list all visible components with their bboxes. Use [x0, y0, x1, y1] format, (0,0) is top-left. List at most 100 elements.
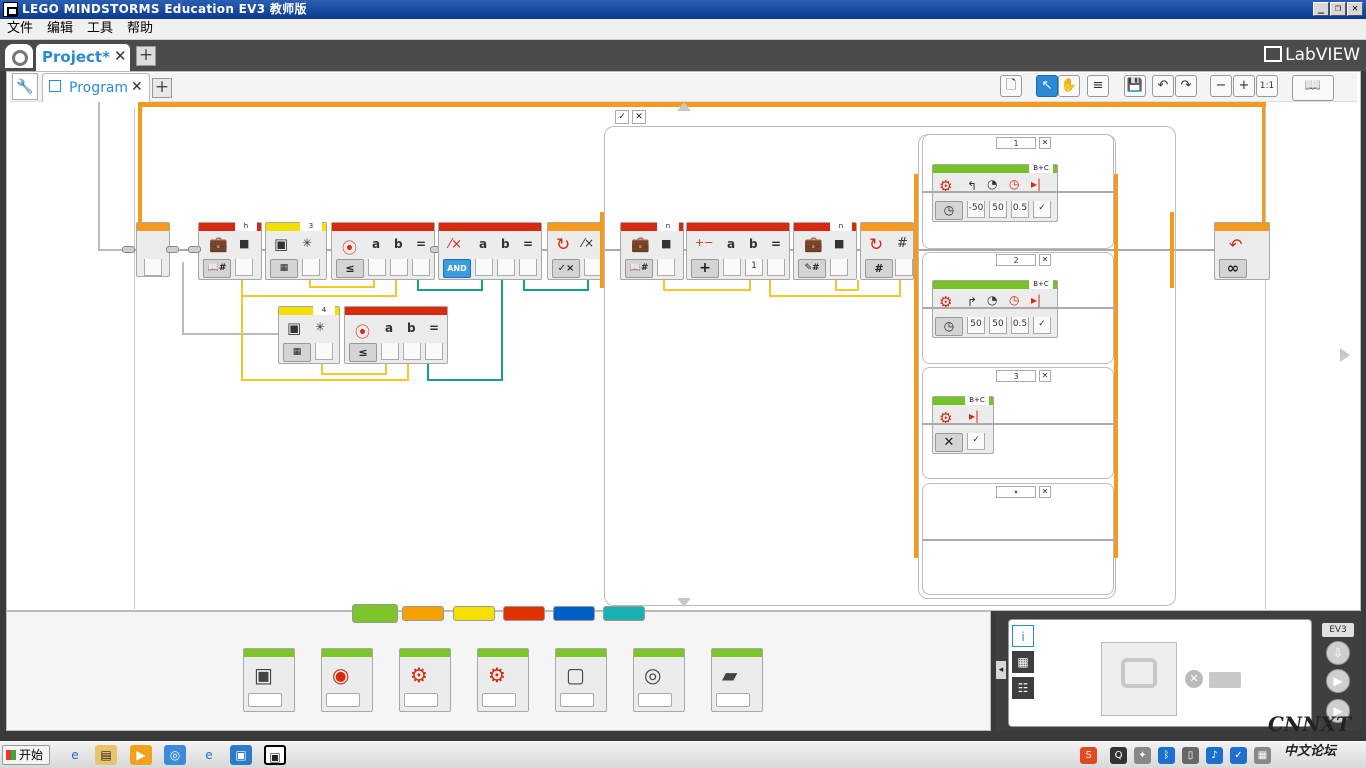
scroll-up-icon[interactable] [677, 102, 691, 111]
case1-seconds-value[interactable]: 0.5 [1012, 203, 1028, 213]
scroll-down-icon[interactable] [677, 598, 691, 607]
tray-icon-2[interactable]: ♪ [1206, 747, 1223, 764]
new-comment-icon[interactable]: 🗋 [1000, 75, 1022, 97]
case3-mode-off[interactable]: ✕ [935, 433, 963, 452]
content-editor-icon[interactable]: 📖 [1292, 75, 1334, 101]
window-app-icon[interactable]: ▣ [230, 745, 252, 765]
case1-mode-seconds[interactable]: ◷ [935, 201, 963, 220]
case-3-close-icon[interactable]: ✕ [1039, 370, 1051, 382]
read-numeric-mode[interactable]: 📖# [203, 259, 231, 278]
network-icon[interactable]: ▦ [1254, 747, 1271, 764]
sensor-mode-selector-2[interactable]: ▦ [283, 343, 311, 362]
program-canvas[interactable]: h 💼 ■ 📖# 3 ▣ ✳ ▦ ⦿ a b = ≤ ⁄× a b = AND … [10, 102, 1357, 609]
app-icon[interactable]: ◎ [164, 745, 186, 765]
case2-seconds-value[interactable]: 0.5 [1012, 319, 1028, 329]
close-button[interactable]: ✕ [1347, 2, 1363, 16]
math-mode-add[interactable]: + [691, 259, 719, 278]
compare-mode-lte[interactable]: ≤ [336, 259, 364, 278]
scroll-right-icon[interactable] [1340, 348, 1350, 362]
program-tab-close-icon[interactable]: ✕ [131, 79, 143, 95]
pan-tool-icon[interactable]: ✋ [1058, 75, 1080, 97]
palette-medium-motor-block[interactable]: ▣ [243, 648, 295, 712]
comment-tool-icon[interactable]: ≡ [1087, 75, 1109, 97]
bluetooth-icon[interactable]: ᛒ [1158, 747, 1175, 764]
move-steering-stop-block[interactable]: B+C ⚙ ▸| ✕ ✓ [932, 396, 994, 454]
case-2-close-icon[interactable]: ✕ [1039, 254, 1051, 266]
palette-tab-custom[interactable] [603, 606, 645, 621]
case2-steer-value[interactable]: 50 [970, 319, 982, 329]
switch-check-icon[interactable]: ✓ [615, 110, 629, 124]
logic-operations-block[interactable]: ⁄× a b = AND [438, 222, 542, 280]
case3-brake-check-icon[interactable]: ✓ [972, 435, 980, 445]
run-selected-icon[interactable]: ▶ [1326, 699, 1350, 723]
switch-numeric-block[interactable]: ↻ # # [860, 222, 914, 280]
media-player-icon[interactable]: ▶ [130, 745, 152, 765]
add-project-button[interactable]: + [136, 46, 156, 66]
ie-icon-2[interactable]: e [205, 748, 213, 762]
switch-start-block[interactable]: ↻ ⁄× ✓× [547, 222, 603, 280]
palette-tab-sensor[interactable] [453, 606, 495, 621]
palette-tab-action[interactable] [352, 604, 398, 623]
sogou-icon[interactable]: S [1080, 747, 1097, 764]
switch-close-icon[interactable]: ✕ [632, 110, 646, 124]
palette-tab-flow[interactable] [402, 606, 444, 621]
loop-end-block[interactable]: ↶ ∞ [1214, 222, 1270, 280]
download-and-run-icon[interactable]: ▶ [1326, 669, 1350, 693]
tab-program[interactable]: Program ✕ [42, 73, 150, 102]
menu-help[interactable]: 帮助 [127, 21, 154, 36]
minimize-button[interactable]: _ [1313, 2, 1329, 16]
case1-steer-value[interactable]: -50 [968, 203, 984, 213]
case2-mode-seconds[interactable]: ◷ [935, 317, 963, 336]
case-default-header[interactable]: •✕ [996, 486, 1051, 498]
variable-block-n-read[interactable]: n 💼 ■ 📖# [620, 222, 684, 280]
ev3-taskbar-icon[interactable]: ▣ [264, 745, 286, 765]
save-icon[interactable]: 💾 [1124, 75, 1146, 97]
case2-brake-check-icon[interactable]: ✓ [1038, 319, 1046, 329]
menu-file[interactable]: 文件 [7, 21, 34, 36]
switch-mode-numeric[interactable]: # [865, 259, 893, 278]
lobby-home-button[interactable] [5, 44, 33, 68]
zoom-out-icon[interactable]: − [1210, 75, 1232, 97]
palette-sound-block[interactable]: ◎ [633, 648, 685, 712]
case-1-close-icon[interactable]: ✕ [1039, 137, 1051, 149]
zoom-in-icon[interactable]: + [1233, 75, 1255, 97]
palette-tab-advanced[interactable] [553, 606, 595, 621]
add-program-button[interactable]: + [152, 78, 172, 98]
palette-display-block[interactable]: ▢ [555, 648, 607, 712]
download-icon[interactable]: ⇩ [1326, 641, 1350, 665]
read-numeric-mode-2[interactable]: 📖# [625, 259, 653, 278]
case-3-header[interactable]: 3✕ [996, 370, 1051, 382]
maximize-button[interactable]: ❐ [1330, 2, 1346, 16]
variable-block-n-write[interactable]: n 💼 ■ ✎# [793, 222, 857, 280]
move-steering-block-1[interactable]: B+C ⚙ ↰ ◔ ◷ ▸| ◷ -50 50 0.5 ✓ [932, 164, 1058, 222]
case-2-header[interactable]: 2✕ [996, 254, 1051, 266]
explorer-icon[interactable]: ▤ [95, 745, 117, 765]
case-1-header[interactable]: 1✕ [996, 137, 1051, 149]
tab-project[interactable]: Project* ✕ [36, 44, 130, 71]
menu-edit[interactable]: 编辑 [47, 21, 74, 36]
switch-mode-logic[interactable]: ✓× [552, 259, 580, 278]
case-default-close-icon[interactable]: ✕ [1039, 486, 1051, 498]
math-block[interactable]: +− a b = + 1 [686, 222, 790, 280]
case1-brake-check-icon[interactable]: ✓ [1038, 203, 1046, 213]
move-steering-block-2[interactable]: B+C ⚙ ↱ ◔ ◷ ▸| ◷ 50 50 0.5 ✓ [932, 280, 1058, 338]
hardware-collapse-icon[interactable]: ◂ [996, 661, 1006, 679]
palette-tab-data[interactable] [503, 606, 545, 621]
tray-icon-1[interactable]: ✦ [1134, 747, 1151, 764]
redo-icon[interactable]: ↷ [1175, 75, 1197, 97]
palette-brick-status-light-block[interactable]: ▰ [711, 648, 763, 712]
start-button[interactable]: 开始 [2, 745, 50, 765]
ie-icon[interactable]: e [71, 748, 79, 762]
logic-mode-and[interactable]: AND [443, 259, 471, 278]
color-sensor-block-4[interactable]: 4 ▣ ✳ ▦ [278, 306, 340, 364]
port-view-tab[interactable]: ▦ [1012, 651, 1034, 673]
color-sensor-block-3[interactable]: 3 ▣ ✳ ▦ [265, 222, 327, 280]
palette-large-motor-block[interactable]: ◉ [321, 648, 373, 712]
write-numeric-mode[interactable]: ✎# [798, 259, 826, 278]
project-properties-wrench-icon[interactable]: 🔧 [12, 73, 38, 100]
compare2-mode-lte[interactable]: ≤ [349, 343, 377, 362]
palette-move-tank-block[interactable]: ⚙ [477, 648, 529, 712]
menu-tools[interactable]: 工具 [87, 21, 114, 36]
loop-start-block[interactable] [136, 222, 170, 277]
compare-block-2[interactable]: ⦿ a b = ≤ [344, 306, 448, 364]
